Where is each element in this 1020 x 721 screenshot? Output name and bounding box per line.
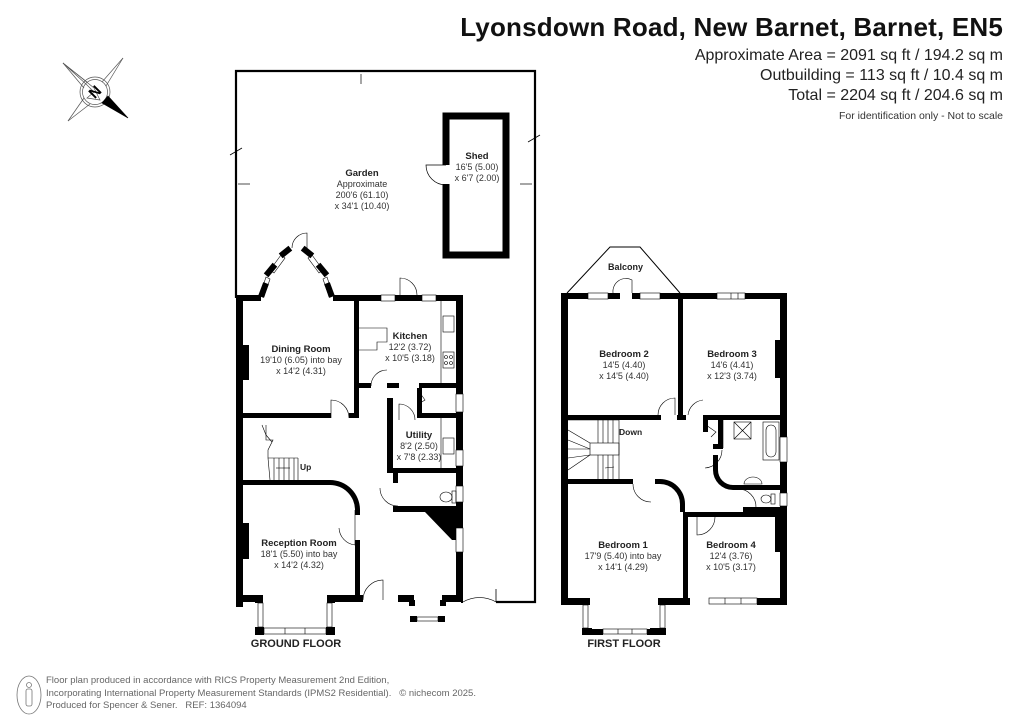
room-dim: x 14'5 (4.40) xyxy=(599,371,649,381)
room-name: Garden xyxy=(345,168,379,179)
room-dim: 12'4 (3.76) xyxy=(709,551,753,561)
room-dim: 14'6 (4.41) xyxy=(710,360,754,370)
room-dim: x 34'1 (10.40) xyxy=(334,201,390,211)
footer-line-3: Produced for Spencer & Sener. REF: 13640… xyxy=(46,700,247,711)
room-label-bedroom-4: Bedroom 4 12'4 (3.76) x 10'5 (3.17) xyxy=(706,540,756,573)
property-title: Lyonsdown Road, New Barnet, Barnet, EN5 xyxy=(460,12,1003,42)
dining-bay-walls xyxy=(258,245,335,298)
room-dim: x 14'1 (4.29) xyxy=(598,562,648,572)
room-dim: Approximate xyxy=(336,179,388,189)
room-label-bedroom-2: Bedroom 2 14'5 (4.40) x 14'5 (4.40) xyxy=(599,349,649,382)
room-name: Shed xyxy=(465,151,489,162)
ground-floor-label: GROUND FLOOR xyxy=(250,638,342,650)
outbuilding-area: Outbuilding = 113 sq ft / 10.4 sq m xyxy=(760,67,1003,84)
first-floor-doors xyxy=(612,278,757,536)
room-dim: 14'5 (4.40) xyxy=(602,360,646,370)
room-label-dining-room: Dining Room 19'10 (6.05) into bay x 14'2… xyxy=(260,344,342,377)
room-name: Bedroom 3 xyxy=(707,349,757,360)
room-name: Reception Room xyxy=(261,538,337,549)
room-name: Bedroom 4 xyxy=(706,540,756,551)
area-summary: Approximate Area = 2091 sq ft / 194.2 sq… xyxy=(695,46,1003,126)
footer-line-2: Incorporating International Property Mea… xyxy=(46,687,476,699)
room-label-shed: Shed 16'5 (5.00) x 6'7 (2.00) xyxy=(455,151,500,184)
balcony-outline xyxy=(566,246,681,294)
total-area: Total = 2204 sq ft / 204.6 sq m xyxy=(788,87,1003,104)
person-info-icon xyxy=(16,675,42,715)
room-dim: x 10'5 (3.17) xyxy=(706,562,756,572)
room-name: Bedroom 2 xyxy=(599,349,649,360)
room-label-garden: Garden Approximate 200'6 (61.10) x 34'1 … xyxy=(335,168,390,212)
room-dim: 12'2 (3.72) xyxy=(388,342,432,352)
room-label-utility: Utility 8'2 (2.50) x 7'8 (2.33) xyxy=(397,430,442,463)
room-dim: 18'1 (5.50) into bay xyxy=(260,549,338,559)
room-dim: x 12'3 (3.74) xyxy=(707,371,757,381)
approximate-area: Approximate Area = 2091 sq ft / 194.2 sq… xyxy=(694,47,1003,64)
scale-note: For identification only - Not to scale xyxy=(839,110,1003,122)
shed-outline xyxy=(425,112,510,259)
room-dim: 8'2 (2.50) xyxy=(400,441,438,451)
room-name: Bedroom 1 xyxy=(598,540,648,551)
compass-rose-icon: N xyxy=(62,57,129,122)
room-name: Kitchen xyxy=(392,331,428,342)
first-floor-windows xyxy=(582,292,788,635)
bathroom-fittings xyxy=(722,420,780,505)
room-label-bedroom-1: Bedroom 1 17'9 (5.40) into bay x 14'1 (4… xyxy=(585,540,662,573)
ground-floor-walls xyxy=(236,295,463,635)
first-floor-walls xyxy=(561,293,787,635)
footer-disclaimer: Floor plan produced in accordance with R… xyxy=(46,675,476,713)
room-name: Dining Room xyxy=(271,344,331,355)
ground-floor-doors xyxy=(261,232,426,601)
room-dim: 200'6 (61.10) xyxy=(335,190,389,200)
room-dim: 17'9 (5.40) into bay xyxy=(584,551,662,561)
room-label-kitchen: Kitchen 12'2 (3.72) x 10'5 (3.18) xyxy=(385,331,435,364)
kitchen-fittings xyxy=(359,301,457,504)
room-dim: x 10'5 (3.18) xyxy=(385,353,435,363)
room-label-reception-room: Reception Room 18'1 (5.50) into bay x 14… xyxy=(261,538,338,571)
stairs-up-label: Up xyxy=(300,462,312,472)
garden-boundary xyxy=(229,69,541,604)
room-dim: x 14'2 (4.32) xyxy=(274,560,324,570)
first-floor-stairs xyxy=(567,419,620,479)
room-dim: x 7'8 (2.33) xyxy=(396,452,442,462)
room-label-bedroom-3: Bedroom 3 14'6 (4.41) x 12'3 (3.74) xyxy=(707,349,757,382)
balcony-label: Balcony xyxy=(608,262,644,272)
room-dim: x 14'2 (4.31) xyxy=(276,366,326,376)
room-dim: 19'10 (6.05) into bay xyxy=(260,355,342,365)
svg-text:N: N xyxy=(86,83,106,103)
room-name: Utility xyxy=(405,430,433,441)
room-dim: 16'5 (5.00) xyxy=(455,162,499,172)
room-dim: x 6'7 (2.00) xyxy=(454,173,500,183)
ground-floor-stairs xyxy=(267,457,299,481)
footer-line-1: Floor plan produced in accordance with R… xyxy=(46,675,390,686)
first-floor-label: FIRST FLOOR xyxy=(587,638,661,650)
stairs-down-label: Down xyxy=(619,427,643,437)
